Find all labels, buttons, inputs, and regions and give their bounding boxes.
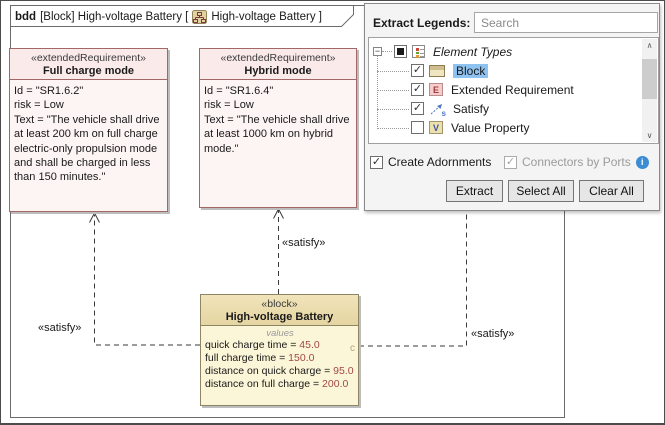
requirement-name: Hybrid mode bbox=[244, 65, 312, 77]
block-header: «block» High-voltage Battery bbox=[201, 295, 358, 326]
block-checkbox[interactable]: ✓ bbox=[411, 64, 424, 77]
compartment-label: values bbox=[266, 328, 294, 339]
diagram-kind-label: bdd bbox=[15, 11, 37, 23]
clear-all-button[interactable]: Clear All bbox=[579, 180, 644, 202]
value-name: distance on full charge = bbox=[205, 378, 323, 390]
select-all-button[interactable]: Select All bbox=[508, 180, 574, 202]
tree-guide bbox=[377, 109, 409, 110]
value-property-checkbox[interactable]: ✓ bbox=[411, 121, 424, 134]
requirement-hybrid-mode[interactable]: «extendedRequirement» Hybrid mode Id = "… bbox=[199, 48, 357, 208]
diagram-context-label: [Block] High-voltage Battery [ bbox=[40, 11, 189, 23]
values-compartment: values quick charge time = 45.0 full cha… bbox=[201, 326, 358, 391]
satisfy-label-middle[interactable]: «satisfy» bbox=[282, 237, 326, 249]
value-number: 45.0 bbox=[299, 339, 320, 351]
requirement-full-charge-mode[interactable]: «extendedRequirement» Full charge mode I… bbox=[9, 48, 168, 212]
tree-guide bbox=[377, 56, 378, 129]
scroll-up-icon[interactable]: ∧ bbox=[646, 41, 653, 50]
value-property-row: distance on quick charge = 95.0 bbox=[205, 365, 355, 378]
block-icon bbox=[429, 64, 445, 77]
diagram-header[interactable]: bdd [Block] High-voltage Battery [ High-… bbox=[15, 9, 322, 25]
value-number: 95.0 bbox=[333, 365, 354, 377]
scrollbar-thumb[interactable] bbox=[642, 59, 657, 99]
stereotype-label: «block» bbox=[261, 298, 298, 310]
extended-requirement-icon: E bbox=[429, 83, 443, 96]
stereotype-label: «extendedRequirement» bbox=[31, 52, 146, 64]
diagram-name-label: High-voltage Battery ] bbox=[211, 11, 322, 23]
bdd-diagram-icon bbox=[192, 10, 208, 24]
info-icon[interactable]: i bbox=[635, 155, 649, 169]
requirement-header: «extendedRequirement» Full charge mode bbox=[10, 49, 167, 80]
tree-root-label[interactable]: Element Types bbox=[433, 44, 513, 59]
create-adornments-option[interactable]: ✓ Create Adornments bbox=[370, 154, 491, 170]
requirement-text: Text = "The vehicle shall drive at least… bbox=[204, 113, 350, 155]
requirement-properties: Id = "SR1.6.2" risk = Low Text = "The ve… bbox=[10, 80, 167, 185]
tree-item-label-extended-requirement[interactable]: Extended Requirement bbox=[451, 82, 574, 97]
connectors-by-ports-option: ✓ Connectors by Ports i bbox=[504, 154, 649, 170]
tree-item-label-satisfy[interactable]: Satisfy bbox=[453, 101, 490, 116]
tree-item-label-block[interactable]: Block bbox=[453, 63, 489, 78]
block-high-voltage-battery[interactable]: «block» High-voltage Battery values quic… bbox=[200, 294, 359, 406]
requirement-properties: Id = "SR1.6.4" risk = Low Text = "The ve… bbox=[200, 80, 356, 156]
requirement-risk: risk = Low bbox=[14, 99, 64, 112]
requirement-id: Id = "SR1.6.2" bbox=[14, 85, 84, 97]
satisfy-connector-right[interactable] bbox=[359, 212, 467, 347]
requirement-text: Text = "The vehicle shall drive at least… bbox=[14, 113, 160, 184]
requirement-header: «extendedRequirement» Hybrid mode bbox=[200, 49, 356, 80]
extract-button[interactable]: Extract bbox=[446, 180, 503, 202]
tree-guide bbox=[382, 51, 392, 52]
value-property-icon: V bbox=[429, 121, 443, 134]
legend-icon bbox=[412, 45, 425, 58]
tree-guide bbox=[377, 90, 409, 91]
satisfy-arrowhead-left bbox=[89, 211, 100, 223]
tree-item-label-value-property[interactable]: Value Property bbox=[451, 120, 530, 135]
satisfy-connector-left[interactable] bbox=[94, 215, 201, 346]
requirement-risk: risk = Low bbox=[204, 99, 254, 112]
block-name: High-voltage Battery bbox=[225, 311, 334, 323]
connectors-by-ports-label: Connectors by Ports bbox=[522, 155, 631, 169]
satisfy-label-right[interactable]: «satisfy» bbox=[471, 328, 515, 340]
tree-row-satisfy[interactable]: ✓ s Satisfy bbox=[369, 99, 629, 118]
extended-requirement-checkbox[interactable]: ✓ bbox=[411, 83, 424, 96]
value-number: 150.0 bbox=[288, 352, 315, 364]
satisfy-icon: s bbox=[429, 102, 446, 118]
requirement-name: Full charge mode bbox=[42, 65, 135, 77]
clipped-text-artifact: c bbox=[350, 343, 355, 354]
requirement-id: Id = "SR1.6.4" bbox=[204, 85, 274, 97]
tree-guide bbox=[377, 128, 409, 129]
value-property-row: quick charge time = 45.0 bbox=[205, 339, 355, 352]
scroll-down-icon[interactable]: ∨ bbox=[646, 131, 653, 140]
tree-scrollbar[interactable]: ∧ ∨ bbox=[642, 39, 657, 142]
satisfy-checkbox[interactable]: ✓ bbox=[411, 102, 424, 115]
extract-legends-panel: Extract Legends: − ✓ Element Types bbox=[364, 3, 660, 211]
tree-row-value-property[interactable]: ✓ V Value Property bbox=[369, 118, 629, 137]
diagram-frame-tab[interactable] bbox=[10, 5, 354, 27]
stereotype-label: «extendedRequirement» bbox=[220, 52, 336, 64]
connectors-by-ports-checkbox: ✓ bbox=[504, 155, 517, 169]
satisfy-arrowhead-middle bbox=[273, 207, 284, 219]
collapse-expander-icon[interactable]: − bbox=[373, 46, 382, 56]
search-input[interactable] bbox=[474, 12, 658, 33]
legend-tree: − ✓ Element Types ✓ Block ✓ E Extended R bbox=[368, 37, 659, 144]
value-property-row: full charge time = 150.0 bbox=[205, 352, 355, 365]
tree-row-extended-requirement[interactable]: ✓ E Extended Requirement bbox=[369, 80, 629, 99]
panel-title: Extract Legends: bbox=[373, 16, 471, 30]
create-adornments-checkbox[interactable]: ✓ bbox=[370, 155, 383, 169]
satisfy-label-left[interactable]: «satisfy» bbox=[38, 322, 82, 334]
value-name: quick charge time = bbox=[205, 339, 300, 351]
create-adornments-label: Create Adornments bbox=[388, 155, 492, 169]
value-name: full charge time = bbox=[205, 352, 289, 364]
value-number: 200.0 bbox=[322, 378, 349, 390]
tree-row-block[interactable]: ✓ Block bbox=[369, 61, 629, 80]
element-types-checkbox[interactable]: ✓ bbox=[394, 45, 407, 58]
value-name: distance on quick charge = bbox=[205, 365, 334, 377]
tree-row-element-types[interactable]: − ✓ Element Types bbox=[369, 42, 629, 61]
value-property-row: distance on full charge = 200.0 bbox=[205, 378, 355, 391]
tree-guide bbox=[377, 71, 409, 72]
